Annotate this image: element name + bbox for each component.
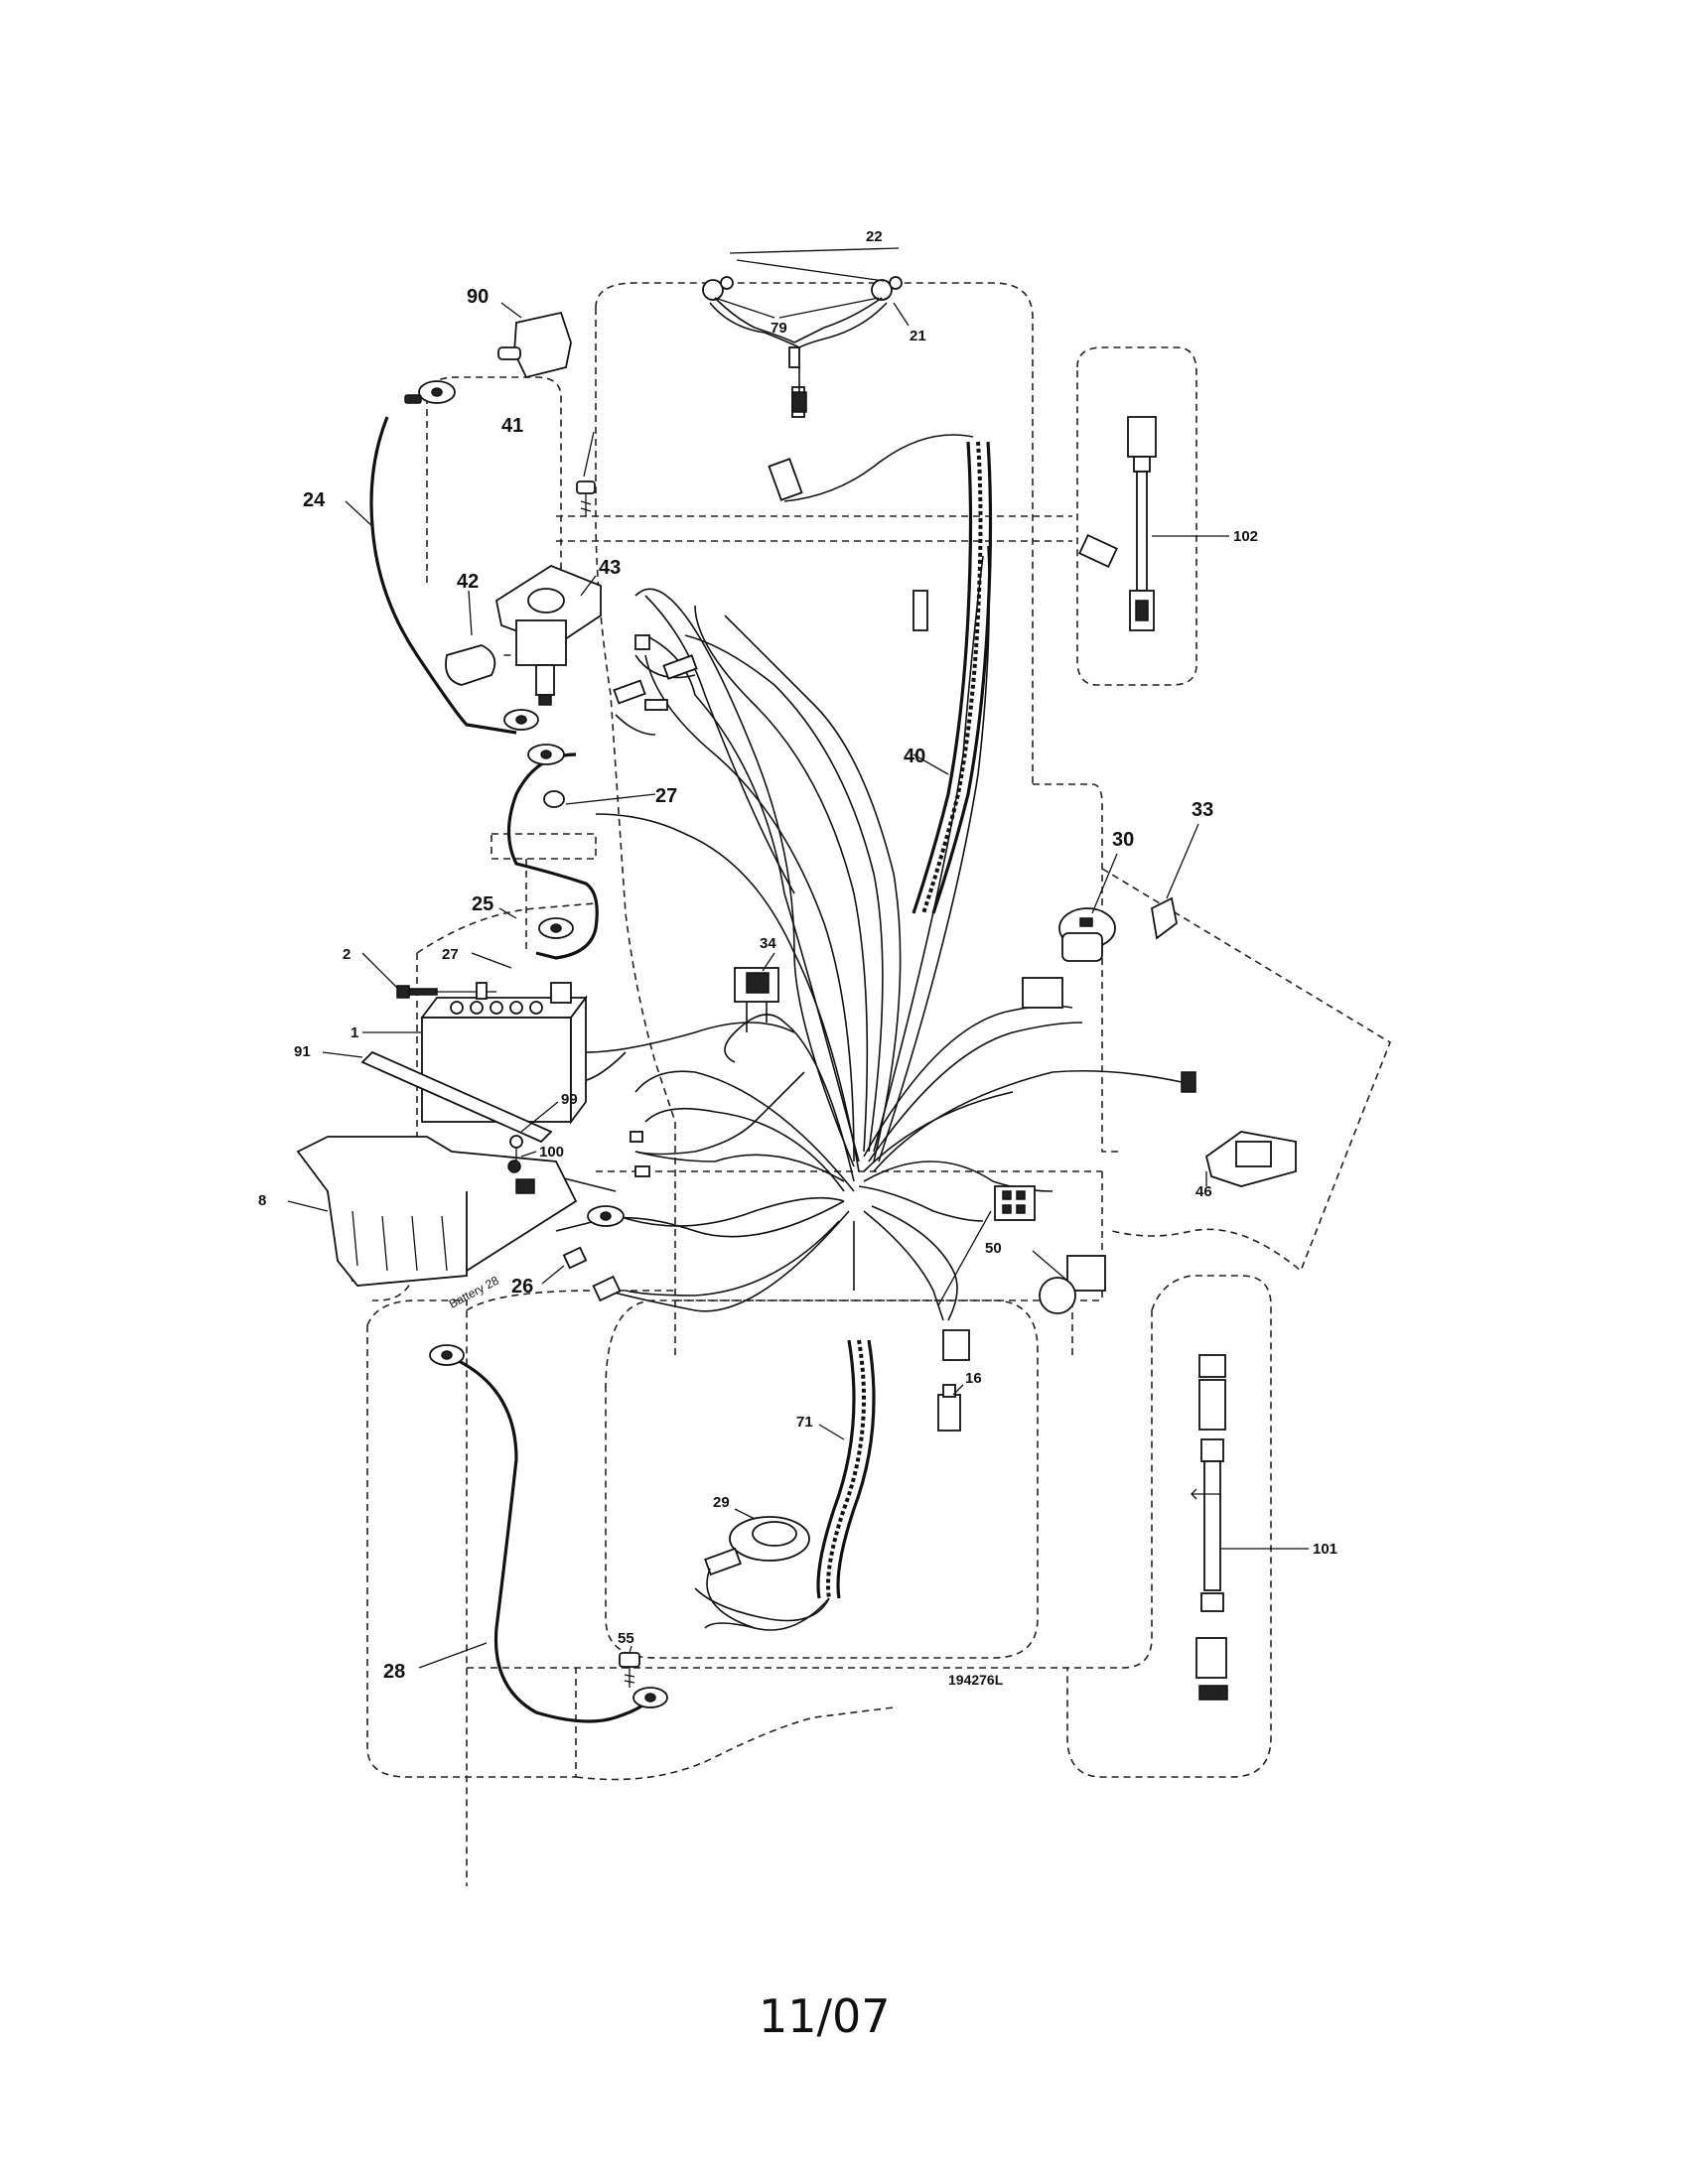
screw-99 [509,1135,523,1161]
revision-date: 11/07 [759,1989,891,2043]
key-33 [1151,896,1178,940]
callout-99: 99 [561,1091,578,1108]
callout-79: 79 [771,320,787,337]
connector-6pin [994,1185,1036,1221]
callout-100: 100 [539,1144,564,1160]
switch-50 [1039,1255,1106,1314]
callout-16: 16 [965,1370,982,1387]
callout-55: 55 [618,1630,634,1647]
callout-21: 21 [910,328,926,344]
callout-42: 42 [457,571,479,593]
callout-90: 90 [467,286,489,308]
headlight-harness-21 [702,276,903,413]
extension-harness-102 [1127,416,1157,631]
callouts: 90 41 24 42 43 27 25 27 2 1 91 99 100 8 … [258,228,1337,1683]
boot-42 [445,644,496,686]
conduit-40 [783,434,993,914]
harness-connectors [613,386,1196,1177]
connector-16 [937,1329,970,1432]
ignition-switch-30 [1022,907,1116,1009]
callout-25: 25 [472,893,493,915]
callout-28: 28 [383,1661,405,1683]
callout-41: 41 [501,415,523,437]
callout-29: 29 [713,1494,730,1511]
callout-40: 40 [904,746,925,767]
battery-cables [369,416,652,1723]
solenoid-43 [494,564,602,706]
callout-50: 50 [985,1240,1002,1257]
battery-1 [420,982,588,1125]
callout-30: 30 [1112,829,1134,851]
screw-55 [619,1652,640,1688]
extension-harness-101 [1191,1354,1228,1701]
terminal-cap-90 [497,311,572,379]
conduit-71 [694,1339,876,1631]
hold-down-91 [360,1050,553,1144]
callout-91: 91 [294,1043,311,1060]
callout-102: 102 [1233,528,1258,545]
callout-2: 2 [343,946,351,963]
leader-lines [287,247,1309,1669]
callout-46: 46 [1195,1183,1212,1200]
switch-34 [734,967,779,1032]
ring-terminals [404,380,668,1708]
callout-27a: 27 [655,785,677,807]
module-46 [1204,1131,1297,1187]
callout-34: 34 [760,935,776,952]
callout-26: 26 [511,1276,533,1297]
battery-label: Battery 28 [447,1273,501,1310]
screw-41 [576,480,596,516]
callout-24: 24 [303,489,326,511]
callout-1: 1 [351,1024,358,1041]
battery-tray-8 [296,1136,578,1287]
callout-71: 71 [796,1414,813,1431]
diagram-id: 194276L [948,1672,1004,1688]
callout-27b: 27 [442,946,459,963]
callout-22: 22 [866,228,883,245]
horn-29 [704,1516,810,1629]
bolt-2 [396,982,496,1000]
callout-101: 101 [1313,1541,1337,1558]
callout-8: 8 [258,1192,266,1209]
callout-33: 33 [1192,799,1213,821]
fuse-26 [562,1246,622,1302]
callout-43: 43 [599,557,621,579]
